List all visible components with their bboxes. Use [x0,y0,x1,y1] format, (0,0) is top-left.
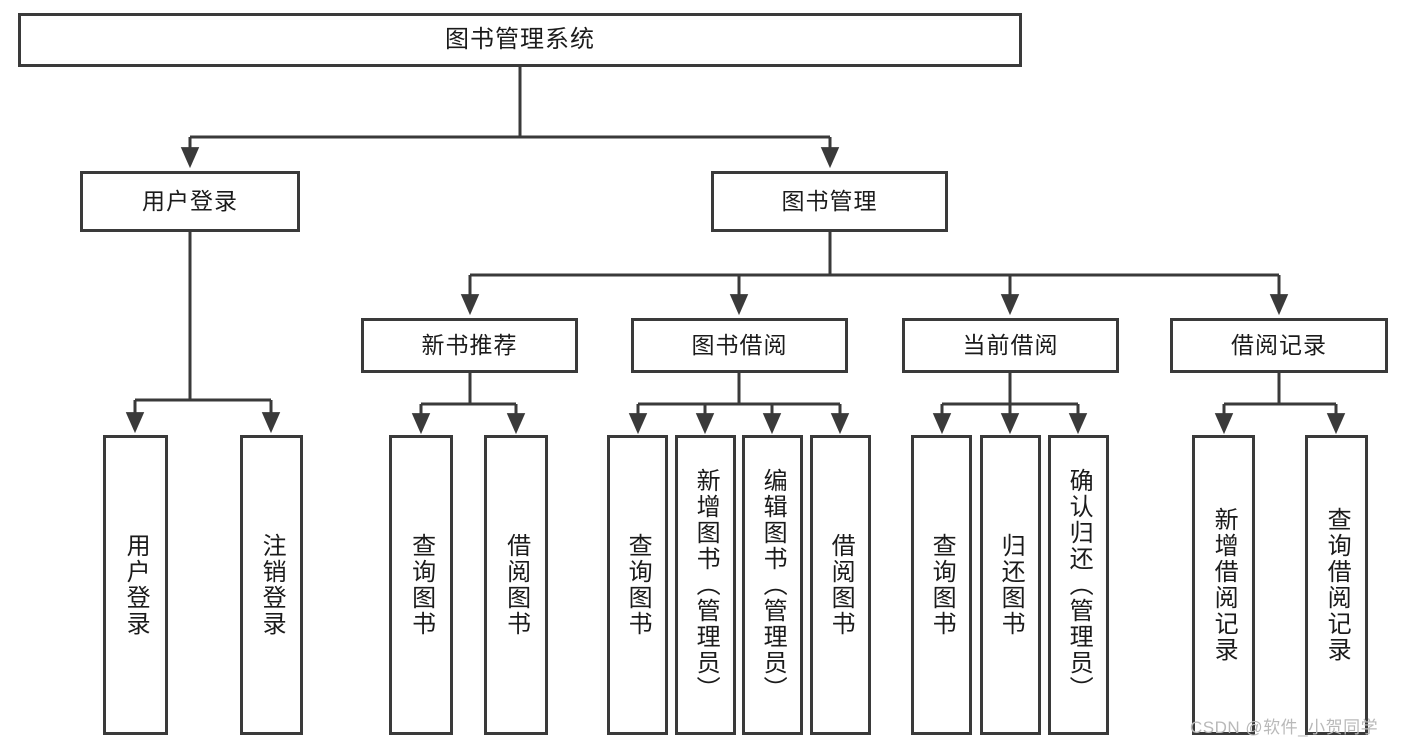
node-user-login-label: 用户登录 [142,188,238,215]
node-new-book-recommend[interactable]: 新书推荐 [361,318,578,373]
node-new-book-recommend-label: 新书推荐 [421,332,518,359]
node-current-borrow-label: 当前借阅 [962,332,1059,359]
leaf-query-book-2[interactable]: 查询图书 [607,435,668,735]
leaf-query-book-1-label: 查询图书 [407,533,435,637]
leaf-add-book[interactable]: 新增图书（管理员） [675,435,736,735]
node-book-management[interactable]: 图书管理 [711,171,948,232]
leaf-return-book-label: 归还图书 [997,533,1025,637]
leaf-add-record[interactable]: 新增借阅记录 [1192,435,1255,735]
node-user-login[interactable]: 用户登录 [80,171,300,232]
node-book-management-label: 图书管理 [781,188,878,215]
leaf-query-book-3[interactable]: 查询图书 [911,435,972,735]
leaf-query-record-label: 查询借阅记录 [1323,507,1351,663]
node-borrow-record[interactable]: 借阅记录 [1170,318,1388,373]
leaf-query-book-3-label: 查询图书 [928,533,956,637]
leaf-borrow-book-1-label: 借阅图书 [502,533,530,637]
leaf-user-login-label: 用户登录 [122,533,150,637]
leaf-edit-book-label: 编辑图书（管理员） [759,468,787,702]
leaf-confirm-return[interactable]: 确认归还（管理员） [1048,435,1109,735]
node-current-borrow[interactable]: 当前借阅 [902,318,1119,373]
node-book-borrow[interactable]: 图书借阅 [631,318,848,373]
leaf-query-book-1[interactable]: 查询图书 [389,435,453,735]
leaf-return-book[interactable]: 归还图书 [980,435,1041,735]
leaf-logout-login-label: 注销登录 [258,533,286,637]
leaf-query-book-2-label: 查询图书 [624,533,652,637]
leaf-add-record-label: 新增借阅记录 [1210,507,1238,663]
node-root-label: 图书管理系统 [445,26,595,54]
leaf-query-record[interactable]: 查询借阅记录 [1305,435,1368,735]
leaf-add-book-label: 新增图书（管理员） [692,468,720,702]
leaf-edit-book[interactable]: 编辑图书（管理员） [742,435,803,735]
csdn-watermark: CSDN @软件_小贺同学 [1190,718,1379,737]
leaf-user-login[interactable]: 用户登录 [103,435,168,735]
node-borrow-record-label: 借阅记录 [1231,332,1327,359]
node-root-system[interactable]: 图书管理系统 [18,13,1022,67]
leaf-confirm-return-label: 确认归还（管理员） [1065,468,1093,702]
leaf-borrow-book-2[interactable]: 借阅图书 [810,435,871,735]
leaf-borrow-book-1[interactable]: 借阅图书 [484,435,548,735]
node-book-borrow-label: 图书借阅 [691,332,788,359]
leaf-logout-login[interactable]: 注销登录 [240,435,303,735]
leaf-borrow-book-2-label: 借阅图书 [827,533,855,637]
